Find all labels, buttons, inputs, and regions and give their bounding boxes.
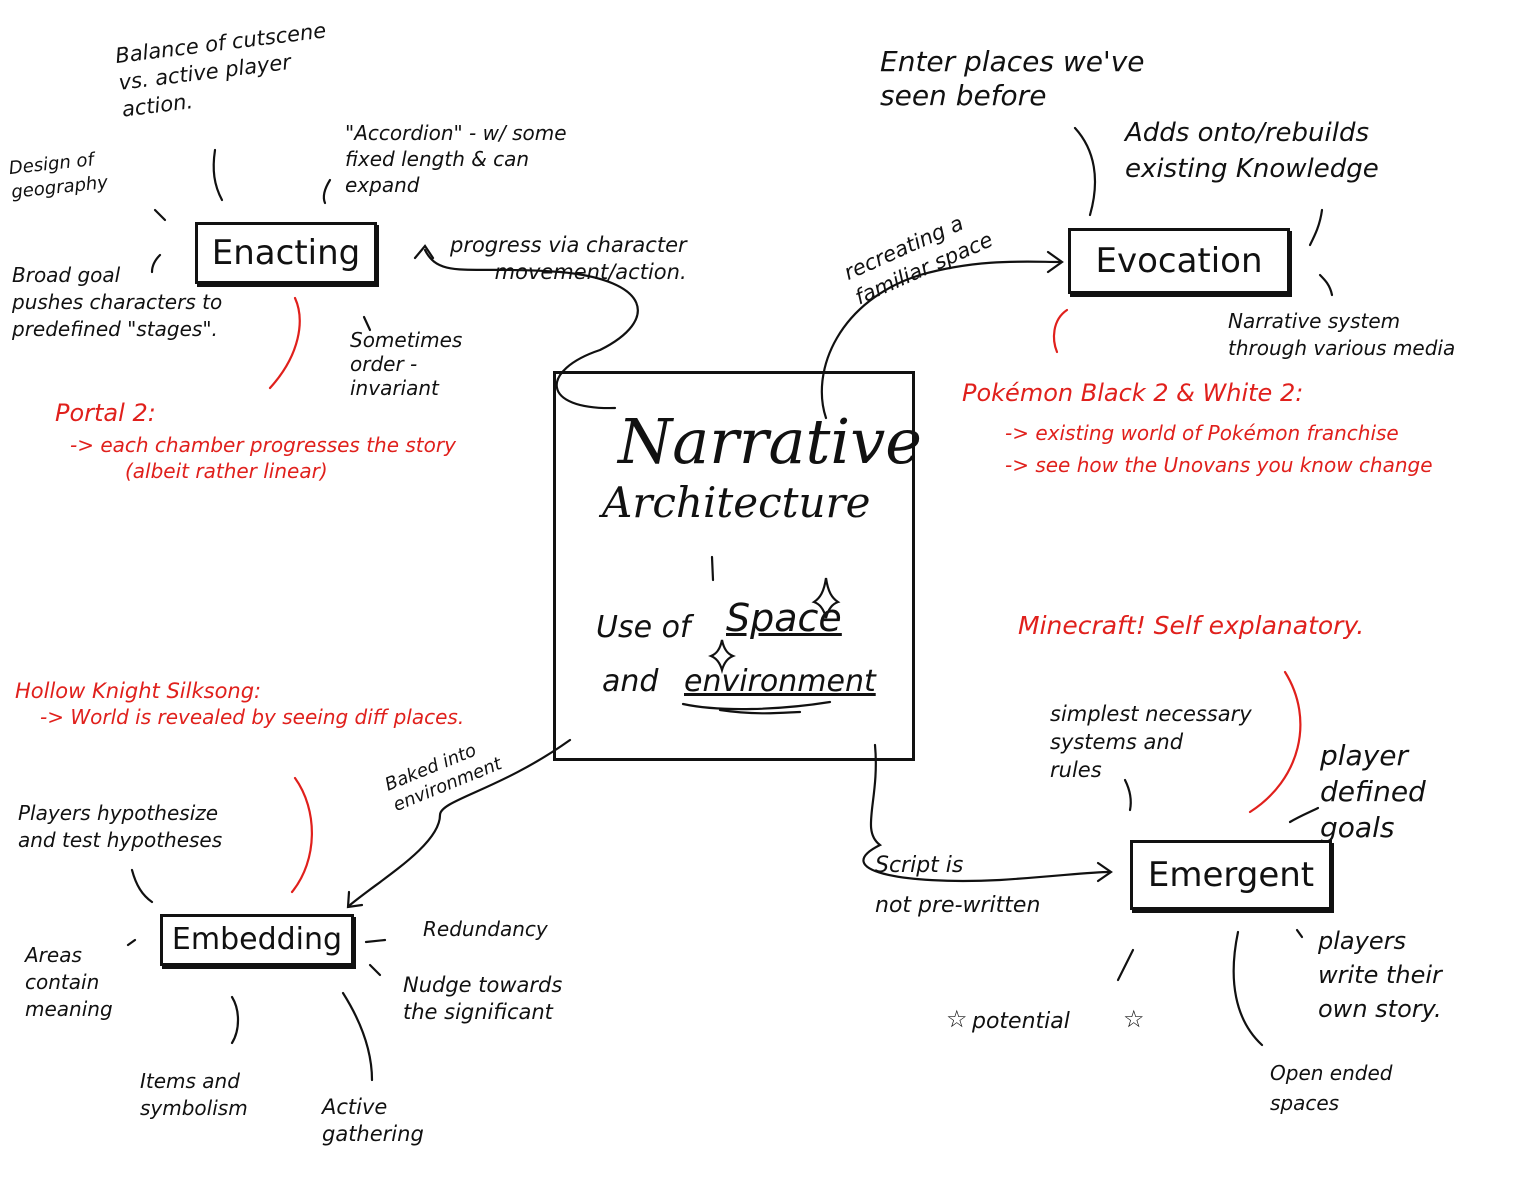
central-space: Space bbox=[726, 596, 842, 640]
embedding-note-hypothesize: Players hypothesize and test hypotheses bbox=[18, 801, 223, 852]
enacting-example-line-2: (albeit rather linear) bbox=[125, 459, 328, 483]
emergent-connector-label: Script is not pre-written bbox=[875, 853, 1041, 918]
central-title-narrative: Narrative bbox=[618, 405, 922, 478]
node-enacting: Enacting bbox=[195, 222, 377, 284]
evocation-example-line-2: -> see how the Unovans you know change bbox=[1005, 453, 1433, 477]
arrow-to-emergent bbox=[862, 743, 1112, 883]
evocation-note-adds-onto: Adds onto/rebuilds existing Knowledge bbox=[1125, 118, 1379, 184]
node-emergent: Emergent bbox=[1130, 840, 1332, 910]
red-bracket-emergent bbox=[1248, 670, 1302, 814]
enacting-note-geography: Design of geography bbox=[7, 149, 109, 203]
emergent-note-open-ended: Open ended spaces bbox=[1270, 1061, 1393, 1115]
sparkle-top bbox=[811, 577, 841, 619]
emergent-note-write-story: players write their own story. bbox=[1318, 927, 1442, 1023]
central-use-of: Use of bbox=[596, 610, 691, 645]
node-emergent-label: Emergent bbox=[1147, 855, 1315, 895]
enacting-connector-label: progress via character movement/action. bbox=[450, 233, 687, 284]
enacting-example-title: Portal 2: bbox=[55, 399, 156, 427]
enacting-note-accordion: "Accordion" - w/ some fixed length & can… bbox=[345, 121, 567, 197]
embedding-example-title: Hollow Knight Silksong: bbox=[15, 679, 262, 703]
evocation-note-enter-places: Enter places we've seen before bbox=[880, 45, 1145, 112]
emergent-note-simplest-systems: simplest necessary systems and rules bbox=[1050, 702, 1252, 782]
enacting-note-order-invariant: Sometimes order - invariant bbox=[350, 328, 463, 400]
red-bracket-embedding bbox=[290, 776, 313, 894]
arrowhead-emergent bbox=[1096, 861, 1113, 883]
evocation-example-line-1: -> existing world of Pokémon franchise bbox=[1005, 421, 1399, 445]
emergent-example-title: Minecraft! Self explanatory. bbox=[1018, 611, 1365, 640]
arrow-to-evocation bbox=[820, 260, 1062, 420]
embedding-note-active-gathering: Active gathering bbox=[322, 1095, 424, 1146]
embedding-note-redundancy: Redundancy bbox=[423, 917, 548, 941]
enacting-note-broad-goal: Broad goal pushes characters to predefin… bbox=[12, 263, 223, 341]
node-evocation: Evocation bbox=[1068, 228, 1290, 294]
star-icon: ☆ bbox=[946, 1005, 968, 1033]
evocation-note-narrative-system: Narrative system through various media bbox=[1228, 309, 1456, 360]
central-title-architecture: Architecture bbox=[602, 478, 871, 527]
arrowhead-evocation bbox=[1046, 250, 1064, 274]
star-icon: ☆ bbox=[1123, 1005, 1145, 1033]
embedding-note-items-symbolism: Items and symbolism bbox=[140, 1069, 248, 1120]
red-bracket-evocation bbox=[1052, 308, 1069, 354]
embedding-note-nudge: Nudge towards the significant bbox=[403, 973, 563, 1024]
evocation-example-title: Pokémon Black 2 & White 2: bbox=[962, 379, 1304, 407]
node-evocation-label: Evocation bbox=[1095, 241, 1263, 281]
emergent-note-potential: potential bbox=[972, 1009, 1070, 1034]
arrow-to-embedding bbox=[348, 738, 572, 907]
red-bracket-enacting bbox=[268, 296, 301, 390]
node-embedding: Embedding bbox=[160, 914, 354, 966]
embedding-example-line-1: -> World is revealed by seeing diff plac… bbox=[40, 705, 465, 729]
sparkle-bottom bbox=[708, 639, 736, 674]
enacting-example-line-1: -> each chamber progresses the story bbox=[70, 433, 456, 457]
arrowhead-enacting bbox=[413, 244, 435, 260]
arrow-to-enacting bbox=[423, 248, 639, 410]
node-enacting-label: Enacting bbox=[211, 233, 361, 273]
central-environment: environment bbox=[684, 664, 876, 699]
emergent-note-player-goals: player defined goals bbox=[1320, 739, 1426, 844]
embedding-note-areas-meaning: Areas contain meaning bbox=[25, 943, 113, 1021]
node-embedding-label: Embedding bbox=[171, 922, 343, 957]
arrowhead-embedding bbox=[346, 890, 364, 909]
central-and: and bbox=[602, 664, 659, 699]
central-topic-box bbox=[553, 371, 915, 761]
